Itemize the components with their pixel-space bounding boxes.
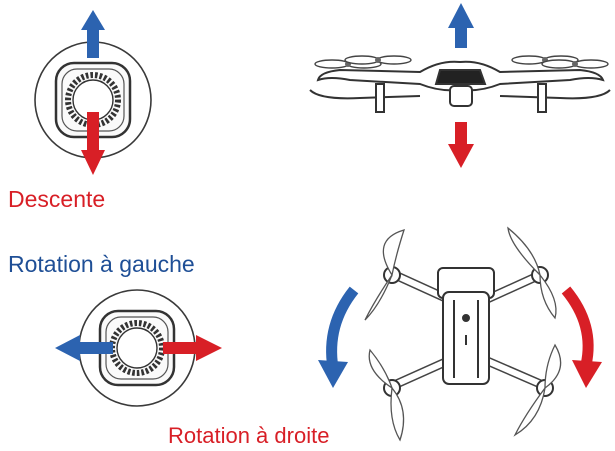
arrow-up-icon bbox=[81, 10, 105, 58]
arrow-right-icon bbox=[163, 335, 222, 361]
label-rotate-right: Rotation à droite bbox=[168, 423, 330, 448]
label-descent: Descente bbox=[8, 186, 106, 212]
joystick-throttle bbox=[35, 10, 151, 175]
arrow-up-icon bbox=[448, 3, 474, 48]
drone-top-view bbox=[318, 226, 602, 442]
rotate-ccw-arrow bbox=[318, 286, 359, 388]
joystick-yaw bbox=[55, 290, 222, 406]
drone-side-view bbox=[309, 3, 611, 168]
label-rotate-left: Rotation à gauche bbox=[8, 251, 195, 277]
arrow-left-icon bbox=[55, 335, 113, 361]
arrow-down-icon bbox=[448, 122, 474, 168]
arrow-down-icon bbox=[81, 112, 105, 175]
rotate-cw-arrow bbox=[561, 286, 602, 388]
